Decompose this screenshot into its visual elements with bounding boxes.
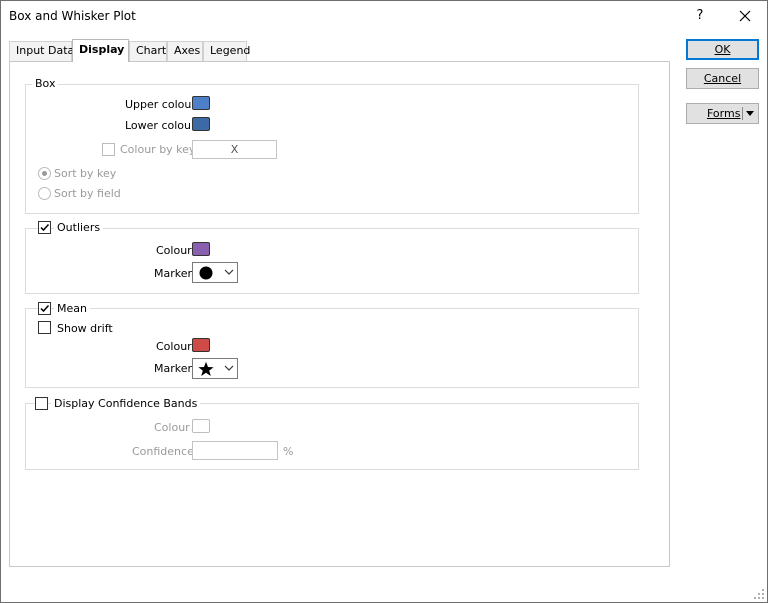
box-group [25, 84, 639, 214]
mean-colour-label: Colour [156, 340, 192, 353]
close-icon [739, 10, 751, 22]
colour-by-key-label: Colour by key [120, 143, 196, 156]
show-drift-checkbox[interactable] [38, 321, 51, 334]
display-tab-panel: Box Upper colour Lower colour Colour by … [9, 61, 670, 567]
outliers-group-title: Outliers [54, 221, 104, 234]
tab-display[interactable]: Display [72, 39, 129, 62]
checkmark-icon [40, 223, 50, 232]
dropdown-arrow-icon[interactable] [746, 111, 754, 116]
outliers-colour-label: Colour [156, 244, 192, 257]
confidence-colour-label: Colour [154, 421, 190, 434]
tab-input-data[interactable]: Input Data [9, 41, 74, 61]
outliers-checkbox[interactable] [38, 221, 51, 234]
forms-separator [742, 107, 743, 120]
outliers-marker-select[interactable] [192, 262, 238, 283]
mean-marker-select[interactable] [192, 358, 238, 379]
tab-axes[interactable]: Axes [167, 41, 203, 61]
lower-colour-label: Lower colour [125, 119, 196, 132]
confidence-colour-swatch[interactable] [192, 419, 210, 433]
lower-colour-swatch[interactable] [192, 117, 210, 131]
title-bar: Box and Whisker Plot ? [1, 1, 767, 32]
upper-colour-label: Upper colour [125, 98, 196, 111]
confidence-group-title: Display Confidence Bands [51, 397, 201, 410]
cancel-label: Cancel [703, 72, 742, 85]
mean-colour-swatch[interactable] [192, 338, 210, 352]
confidence-label: Confidence [132, 445, 194, 458]
forms-label: Forms [707, 107, 741, 120]
colour-by-key-checkbox[interactable] [102, 143, 115, 156]
sort-by-field-radio[interactable] [38, 187, 51, 200]
chevron-down-icon [224, 365, 234, 371]
percent-unit: % [283, 445, 294, 458]
tab-chart[interactable]: Chart [129, 41, 167, 61]
confidence-group [25, 403, 639, 470]
checkmark-icon [40, 304, 50, 313]
star-marker-icon [198, 361, 214, 376]
tab-legend[interactable]: Legend [203, 41, 250, 61]
show-drift-label: Show drift [57, 322, 113, 335]
outliers-group [25, 228, 639, 294]
forms-button[interactable]: Forms [686, 103, 759, 124]
close-button[interactable] [734, 5, 756, 27]
mean-checkbox[interactable] [38, 302, 51, 315]
outliers-colour-swatch[interactable] [192, 242, 210, 256]
confidence-input[interactable] [192, 441, 278, 460]
help-button[interactable]: ? [696, 8, 704, 23]
box-group-title: Box [32, 77, 59, 90]
chevron-down-icon [224, 269, 234, 275]
outliers-marker-label: Marker [154, 267, 193, 280]
ok-label: OK [714, 43, 731, 56]
radio-dot [42, 171, 47, 176]
cancel-button[interactable]: Cancel [686, 68, 759, 89]
mean-group [25, 308, 639, 388]
mean-group-title: Mean [54, 302, 90, 315]
resize-grip-icon[interactable] [753, 588, 765, 600]
colour-by-key-field[interactable]: X [192, 140, 277, 159]
circle-marker-icon [199, 266, 213, 280]
sort-by-key-radio[interactable] [38, 167, 51, 180]
ok-button[interactable]: OK [686, 39, 759, 60]
sort-by-field-label: Sort by field [54, 187, 121, 200]
sort-by-key-label: Sort by key [54, 167, 117, 180]
mean-marker-label: Marker [154, 362, 193, 375]
window-title: Box and Whisker Plot [9, 9, 136, 23]
upper-colour-swatch[interactable] [192, 96, 210, 110]
confidence-bands-checkbox[interactable] [35, 397, 48, 410]
